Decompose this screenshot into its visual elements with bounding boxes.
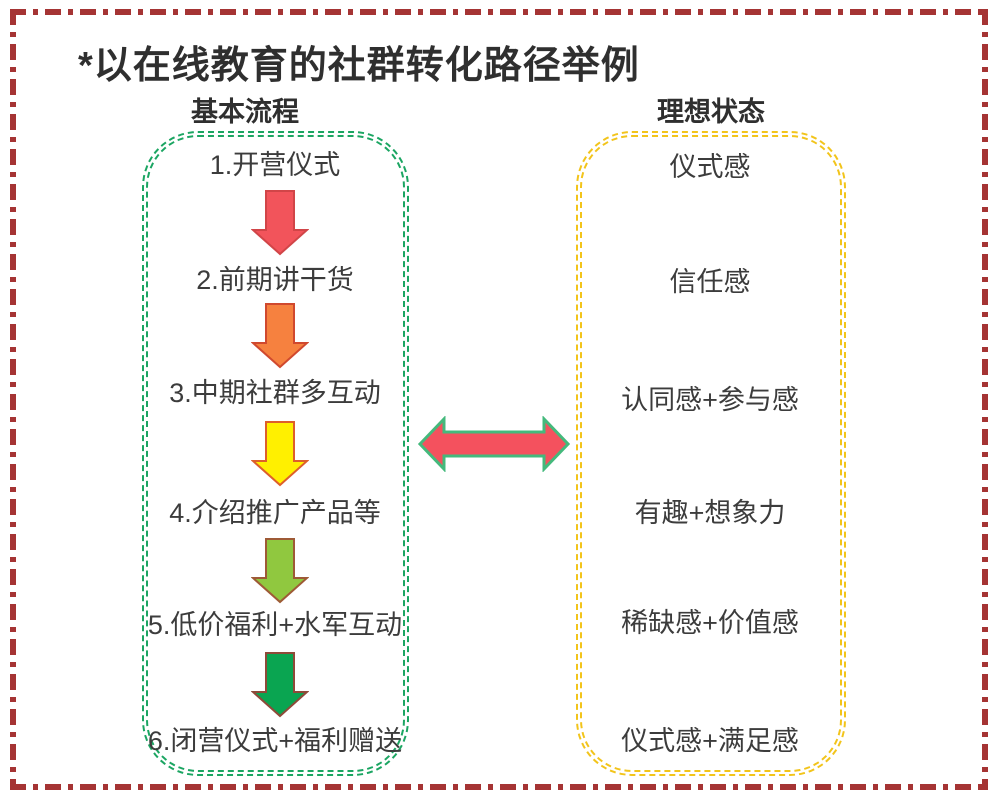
- down-arrow-shape-5: [251, 652, 309, 718]
- flow-step-3: 3.中期社群多互动: [169, 378, 381, 408]
- flow-step-5: 5.低价福利+水军互动: [147, 610, 403, 640]
- page-title: *以在线教育的社群转化路径举例: [78, 45, 640, 87]
- double-arrow-shape: [418, 416, 570, 472]
- down-arrow-icon-4: [251, 538, 309, 604]
- down-arrow-icon-5: [251, 652, 309, 718]
- down-arrow-shape-4: [251, 538, 309, 604]
- double-arrow-icon: [418, 416, 570, 472]
- down-arrow-icon-1: [251, 190, 309, 256]
- ideal-item-5: 稀缺感+价值感: [621, 608, 799, 638]
- ideal-item-1: 仪式感: [669, 152, 751, 182]
- flow-step-1: 1.开营仪式: [209, 150, 341, 180]
- flow-step-2: 2.前期讲干货: [196, 265, 354, 295]
- down-arrow-icon-2: [251, 303, 309, 369]
- frame-border-top: [10, 9, 987, 15]
- down-arrow-shape-1: [251, 190, 309, 256]
- down-arrow-shape-3: [251, 421, 309, 487]
- ideal-state-box: [576, 131, 846, 776]
- ideal-item-2: 信任感: [669, 267, 751, 297]
- down-arrow-shape-2: [251, 303, 309, 369]
- flow-step-6: 6.闭营仪式+福利赠送: [147, 726, 403, 756]
- down-arrow-icon-3: [251, 421, 309, 487]
- ideal-item-6: 仪式感+满足感: [621, 726, 799, 756]
- frame-border-bottom: [10, 784, 987, 790]
- right-column-header: 理想状态: [657, 97, 765, 127]
- frame-border-left: [10, 9, 16, 790]
- basic-flow-box: [142, 131, 409, 776]
- frame-border-right: [982, 9, 988, 790]
- ideal-state-box-inner-border: [580, 135, 842, 772]
- flow-step-4: 4.介绍推广产品等: [169, 498, 381, 528]
- left-column-header: 基本流程: [191, 97, 299, 127]
- ideal-item-4: 有趣+想象力: [634, 498, 786, 528]
- ideal-item-3: 认同感+参与感: [621, 385, 799, 415]
- basic-flow-box-inner-border: [146, 135, 405, 772]
